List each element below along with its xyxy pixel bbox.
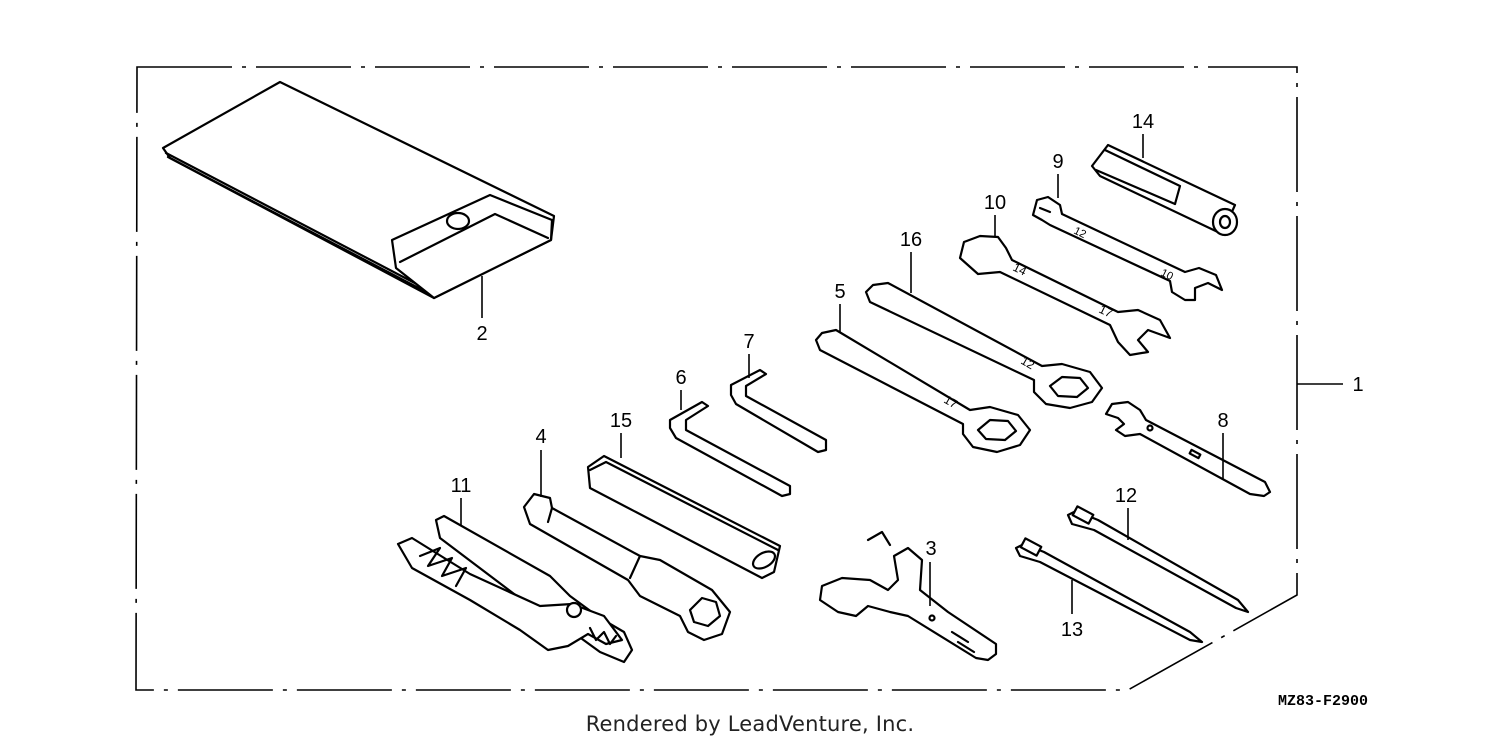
part-label-10: 10	[984, 192, 1006, 214]
diagram-reference-code: MZ83-F2900	[1278, 693, 1368, 710]
pliers	[396, 514, 634, 664]
svg-text:17: 17	[942, 392, 961, 411]
wrench-10x12: 12 10	[1031, 195, 1224, 302]
part-label-15: 15	[610, 410, 632, 432]
part-label-2: 2	[476, 323, 487, 345]
part-label-12: 12	[1115, 485, 1137, 507]
box-wrench-lower: 17	[814, 328, 1032, 454]
part-label-14: 14	[1132, 111, 1154, 133]
part-label-7: 7	[743, 331, 754, 353]
tool-bag	[161, 80, 556, 300]
flat-screwdriver	[1014, 537, 1204, 644]
leader-lines	[460, 134, 1343, 614]
svg-text:14: 14	[1011, 260, 1029, 279]
svg-text:10: 10	[1159, 267, 1175, 283]
svg-text:12: 12	[1072, 225, 1088, 241]
part-label-1: 1	[1352, 374, 1363, 396]
part-label-16: 16	[900, 229, 922, 251]
part-label-13: 13	[1061, 619, 1083, 641]
box-wrench-upper: 12	[864, 281, 1104, 410]
assembly-outline	[135, 66, 1298, 691]
wrench-14x17: 14 17	[958, 234, 1172, 357]
hex-key-large	[729, 368, 828, 454]
part-label-4: 4	[535, 426, 546, 448]
open-end-wrench	[1104, 400, 1272, 498]
part-label-8: 8	[1217, 410, 1228, 432]
part-label-9: 9	[1052, 151, 1063, 173]
phillips-screwdriver	[1066, 505, 1250, 614]
render-credit: Rendered by LeadVenture, Inc.	[585, 712, 915, 736]
hex-key-small	[668, 400, 792, 498]
pin-spanner	[818, 530, 998, 662]
svg-text:17: 17	[1097, 302, 1115, 321]
part-label-3: 3	[925, 538, 936, 560]
part-label-6: 6	[675, 367, 686, 389]
part-label-5: 5	[834, 281, 845, 303]
handle-bar	[586, 454, 782, 580]
part-callouts: 1 2 3 4 5 6 7 8 9 10 11 12 13 14 15 16	[451, 111, 1364, 641]
svg-text:12: 12	[1019, 353, 1038, 372]
spark-plug-wrench	[522, 492, 732, 642]
part-label-11: 11	[451, 475, 472, 497]
socket-extension	[1090, 143, 1239, 237]
